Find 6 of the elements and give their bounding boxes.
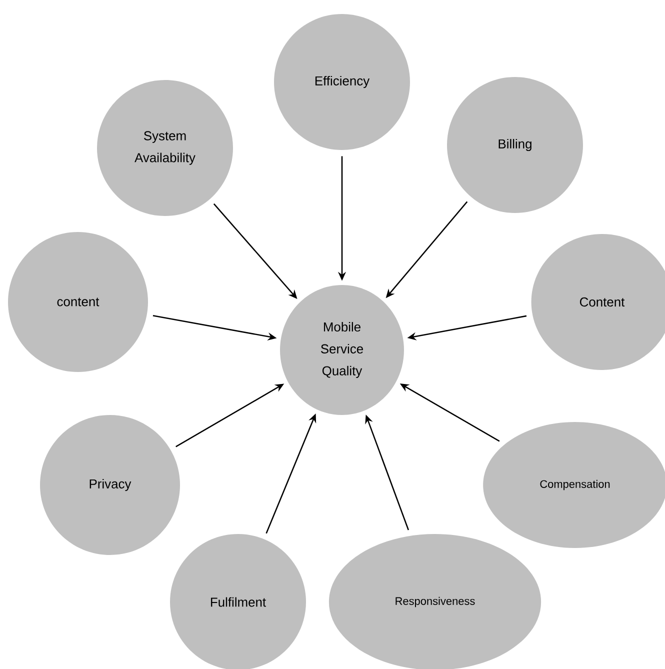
circle-node: Privacy (40, 415, 180, 555)
circle-node: System Availability (97, 80, 233, 216)
circle-node: Billing (447, 77, 583, 213)
circle-node: Mobile Service Quality (280, 285, 404, 415)
circle-node: Efficiency (274, 14, 410, 150)
circle-node: content (8, 232, 148, 372)
